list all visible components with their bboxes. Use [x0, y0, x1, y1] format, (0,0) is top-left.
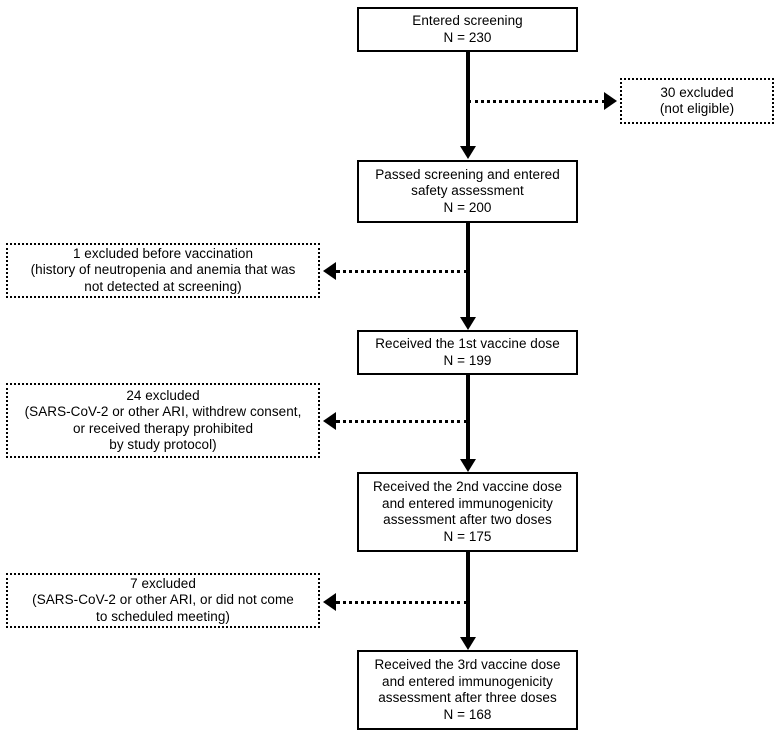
node-line-count: N = 199 [443, 352, 492, 368]
node-excluded-after-second-dose[interactable]: 7 excluded (SARS-CoV-2 or other ARI, or … [6, 573, 320, 628]
node-line: Passed screening and entered [375, 166, 560, 182]
node-passed-screening[interactable]: Passed screening and entered safety asse… [357, 160, 578, 223]
node-line: assessment after three doses [378, 690, 557, 705]
node-line-count: 7 excluded [130, 575, 196, 591]
node-line-count: 30 excluded [660, 84, 734, 100]
node-line: to scheduled meeting) [96, 608, 230, 624]
node-excluded-before-vaccination[interactable]: 1 excluded before vaccination (history o… [6, 243, 320, 298]
node-line: Received the 2nd vaccine dose [372, 479, 563, 494]
arrowhead-right-excluded-not-eligible [604, 92, 617, 110]
node-line: by study protocol) [109, 437, 217, 452]
connector-first-to-second-dose [466, 375, 470, 460]
arrowhead-down-to-passed [459, 146, 476, 159]
node-line: assessment after two doses [383, 512, 552, 527]
node-line: Entered screening [412, 13, 523, 28]
node-line-count: N = 175 [443, 528, 492, 544]
node-line-count: N = 200 [443, 199, 492, 215]
arrowhead-down-to-third-dose [459, 637, 476, 650]
connector-to-excluded-after-first-dose [336, 419, 468, 423]
node-second-dose[interactable]: Received the 2nd vaccine dose and entere… [357, 472, 578, 552]
node-line: (SARS-CoV-2 or other ARI, withdrew conse… [24, 404, 302, 419]
connector-second-to-third-dose [466, 552, 470, 638]
node-line: (SARS-CoV-2 or other ARI, or did not com… [32, 592, 294, 608]
node-line-count: 24 excluded [126, 387, 200, 403]
node-line-count: 1 excluded before vaccination [72, 245, 254, 261]
connector-to-excluded-not-eligible [468, 99, 605, 103]
node-line: Received the 3rd vaccine dose [374, 657, 561, 672]
connector-screening-to-passed [466, 52, 470, 147]
node-excluded-after-first-dose[interactable]: 24 excluded (SARS-CoV-2 or other ARI, wi… [6, 383, 320, 458]
node-line: (history of neutropenia and anemia that … [30, 262, 296, 278]
arrowhead-left-excluded-after-second-dose [323, 593, 336, 611]
node-line: not detected at screening) [84, 278, 242, 294]
node-excluded-not-eligible[interactable]: 30 excluded (not eligible) [620, 78, 774, 124]
node-line-count: N = 230 [443, 29, 492, 45]
connector-to-excluded-after-second-dose [336, 600, 468, 604]
node-line: and entered immunogenicity [382, 673, 553, 689]
connector-to-excluded-before-vaccination [336, 269, 468, 273]
arrowhead-left-excluded-before-vaccination [323, 262, 336, 280]
arrowhead-left-excluded-after-first-dose [323, 412, 336, 430]
node-line: or received therapy prohibited [72, 420, 254, 436]
node-line-count: N = 168 [443, 706, 492, 722]
arrowhead-down-to-second-dose [459, 459, 476, 472]
node-first-dose[interactable]: Received the 1st vaccine dose N = 199 [357, 330, 578, 375]
node-line: Received the 1st vaccine dose [375, 336, 560, 351]
node-entered-screening[interactable]: Entered screening N = 230 [357, 7, 578, 52]
node-third-dose[interactable]: Received the 3rd vaccine dose and entere… [357, 650, 578, 730]
node-line: safety assessment [411, 183, 524, 199]
arrowhead-down-to-first-dose [459, 317, 476, 330]
node-line: and entered immunogenicity [382, 495, 553, 511]
node-line: (not eligible) [659, 101, 735, 116]
